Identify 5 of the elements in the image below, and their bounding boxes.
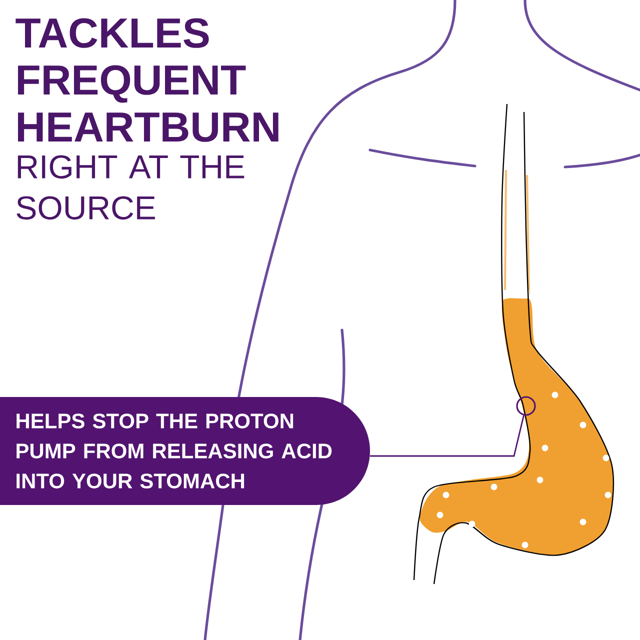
subheadline: RIGHT AT THE SOURCE (16, 155, 244, 220)
callout-box: HELPS STOP THE PROTON PUMP FROM RELEASING ACID INTO YOUR STOMACH (0, 397, 370, 505)
leader-line (370, 415, 524, 457)
headline: TACKLES FREQUENT HEARTBURN (16, 18, 278, 142)
highlight-circle (516, 396, 536, 416)
